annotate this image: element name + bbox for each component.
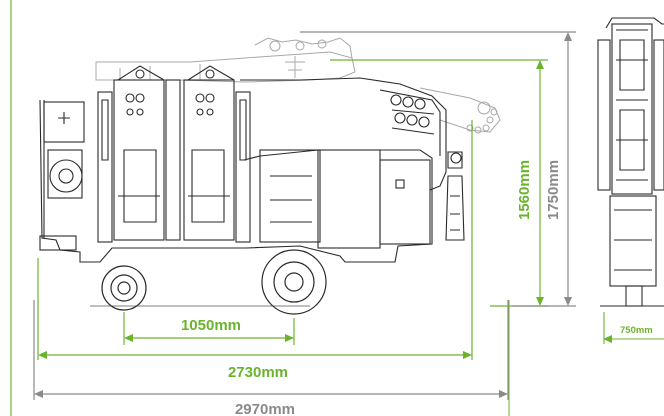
length-overall-label: 2970mm <box>235 401 295 416</box>
length-outriggers-label: 2730mm <box>228 364 288 381</box>
boom-front <box>240 77 447 191</box>
dimension-wheelbase <box>123 312 295 345</box>
dimension-height-overall <box>300 31 576 307</box>
height-folded-label: 1560mm <box>516 160 533 220</box>
boom-pulleys <box>390 94 435 135</box>
crane-front-view <box>597 17 664 307</box>
column-pillars <box>97 65 251 243</box>
dimension-length-overall <box>33 300 509 400</box>
dimension-length-outriggers <box>37 120 473 360</box>
width-label: 750mm <box>620 325 653 336</box>
raised-boom-outline <box>95 37 501 134</box>
dimension-width <box>603 312 664 344</box>
rear-wheel <box>101 265 147 311</box>
crane-side-view <box>39 65 465 307</box>
wheelbase-label: 1050mm <box>181 317 241 334</box>
hook-block <box>445 175 465 241</box>
height-overall-label: 1750mm <box>545 160 562 220</box>
front-wheel <box>261 249 327 315</box>
